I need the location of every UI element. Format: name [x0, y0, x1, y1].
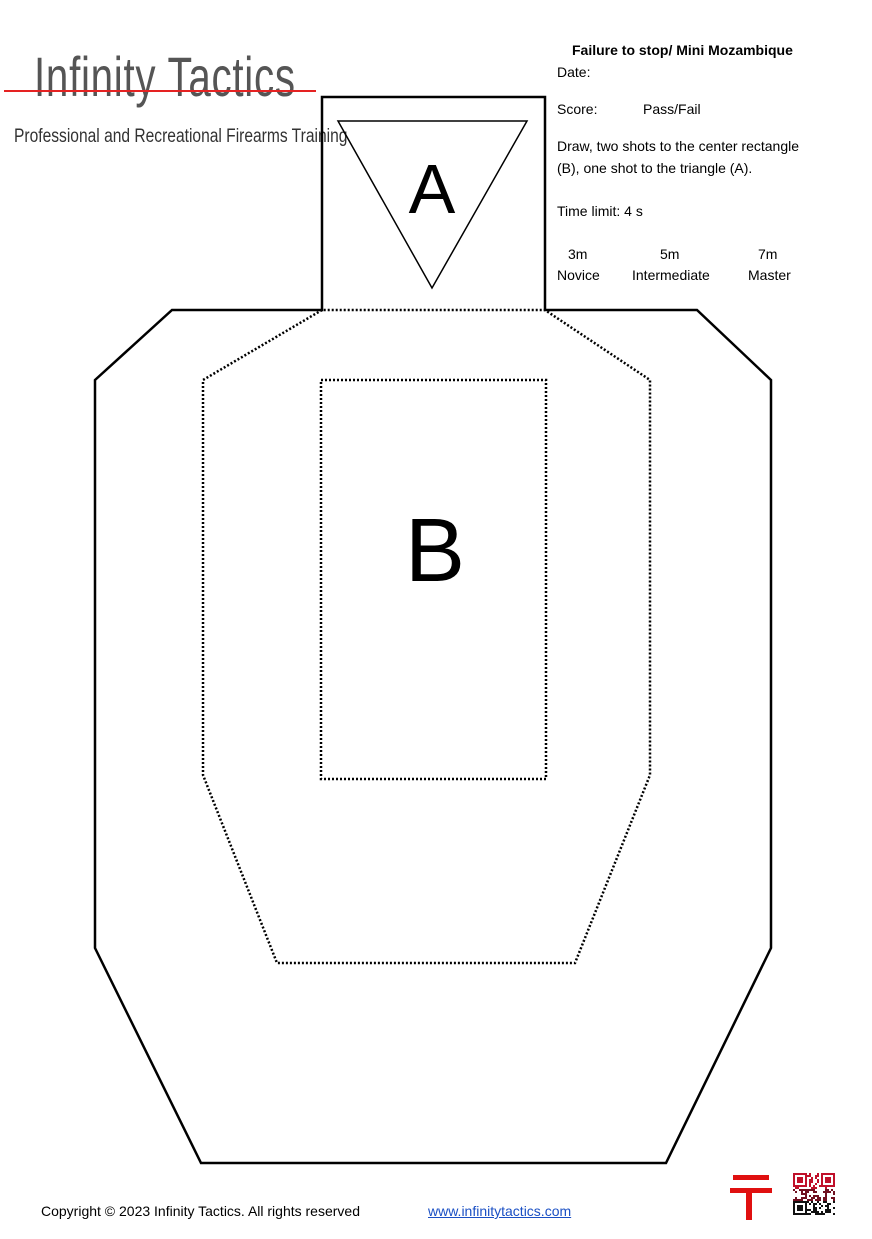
- zone-b-label: B: [405, 501, 465, 601]
- level-distance: 7m: [758, 246, 778, 262]
- time-limit: Time limit: 4 s: [557, 203, 643, 219]
- level-name: Master: [748, 267, 791, 283]
- drill-title: Failure to stop/ Mini Mozambique: [572, 42, 793, 58]
- website-link[interactable]: www.infinitytactics.com: [428, 1203, 572, 1219]
- target-outline: [93, 95, 773, 1165]
- copyright: Copyright © 2023 Infinity Tactics. All r…: [41, 1203, 360, 1219]
- logo-subtitle: Professional and Recreational Firearms T…: [14, 126, 348, 147]
- level-distance: 5m: [660, 246, 680, 262]
- score-value: Pass/Fail: [643, 101, 701, 117]
- level-distance: 3m: [568, 246, 588, 262]
- score-label: Score:: [557, 101, 598, 117]
- date-label: Date:: [557, 64, 591, 80]
- instructions-line-1: Draw, two shots to the center rectangle: [557, 138, 800, 154]
- logo-title: Infinity Tactics: [34, 45, 296, 108]
- level-name: Novice: [557, 267, 600, 283]
- instructions-line-2: (B), one shot to the triangle (A).: [557, 160, 753, 176]
- logo-red-line: [4, 90, 316, 92]
- zone-a-label: A: [409, 150, 456, 228]
- inner-scoring-zone: [201, 308, 652, 965]
- level-name: Intermediate: [632, 267, 710, 283]
- zone-b-rectangle: [319, 378, 548, 781]
- zone-a-triangle: [336, 120, 529, 290]
